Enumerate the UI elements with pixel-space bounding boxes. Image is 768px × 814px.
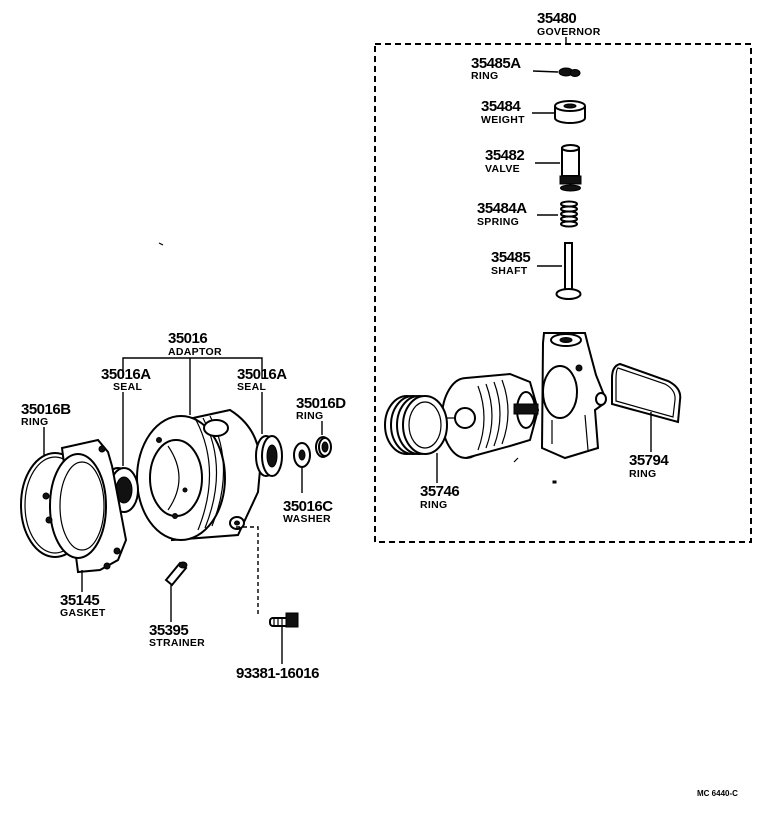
ring-35794-name: RING	[629, 468, 656, 480]
ring-35485a-number: 35485A	[471, 55, 521, 72]
shaft-number: 35485	[491, 249, 530, 266]
governor-body	[540, 332, 607, 460]
ring-35485a-part	[558, 67, 581, 77]
weight-name: WEIGHT	[481, 114, 525, 126]
adaptor-number: 35016	[168, 330, 207, 347]
weight-number: 35484	[481, 98, 521, 115]
diagram-code: MC 6440-C	[697, 789, 738, 798]
ring-35794-number: 35794	[629, 452, 669, 469]
washer-name: WASHER	[283, 513, 331, 525]
ring-35016d-name: RING	[296, 410, 323, 422]
strainer-part	[164, 561, 188, 587]
seal-left-number: 35016A	[101, 366, 151, 383]
washer-number: 35016C	[283, 498, 333, 515]
washer-part	[293, 442, 311, 468]
ring-35016b-name: RING	[21, 416, 48, 428]
seal-left-name: SEAL	[113, 381, 142, 393]
strainer-name: STRAINER	[149, 637, 205, 649]
ring-35746-name: RING	[420, 499, 447, 511]
valve-part	[559, 144, 582, 192]
adaptor-group: 35016 ADAPTOR 35016A SEAL	[20, 330, 347, 682]
ring-35485a-leader	[532, 70, 559, 73]
bolt-dashed-leader	[236, 526, 259, 616]
bolt-part	[269, 612, 299, 628]
governor-rotor	[438, 372, 540, 459]
ring-35016b-number: 35016B	[21, 401, 71, 418]
seal-right-name: SEAL	[237, 381, 266, 393]
spring-part	[560, 200, 578, 228]
governor-name: GOVERNOR	[537, 26, 601, 38]
ring-35485a-name: RING	[471, 70, 498, 82]
gasket-part	[42, 438, 128, 574]
bolt-number: 93381-16016	[236, 665, 319, 682]
seal-right-part	[255, 435, 283, 477]
gasket-number: 35145	[60, 592, 99, 609]
adaptor-name: ADAPTOR	[168, 346, 222, 358]
gasket-name: GASKET	[60, 607, 106, 619]
seal-right-number: 35016A	[237, 366, 287, 383]
valve-number: 35482	[485, 147, 524, 164]
ring-35746-number: 35746	[420, 483, 459, 500]
weight-part	[554, 100, 586, 124]
adaptor-part	[136, 408, 262, 542]
strainer-number: 35395	[149, 622, 188, 639]
governor-group: 35480 GOVERNOR 35485A RING 35484 WEIGHT …	[374, 10, 752, 543]
ring-35794-part	[611, 362, 682, 424]
spring-number: 35484A	[477, 200, 527, 217]
stray-mark	[552, 480, 557, 484]
stray-mark	[513, 457, 519, 463]
ring-35016d-part	[315, 436, 332, 458]
stray-mark	[158, 242, 164, 246]
valve-name: VALVE	[485, 163, 520, 175]
shaft-part	[555, 242, 582, 300]
spring-name: SPRING	[477, 216, 519, 228]
ring-35016d-number: 35016D	[296, 395, 346, 412]
ring-35746-part	[384, 395, 448, 455]
governor-number: 35480	[537, 10, 576, 27]
shaft-name: SHAFT	[491, 265, 528, 277]
governor-box	[374, 43, 752, 543]
adaptor-bracket	[122, 357, 263, 378]
